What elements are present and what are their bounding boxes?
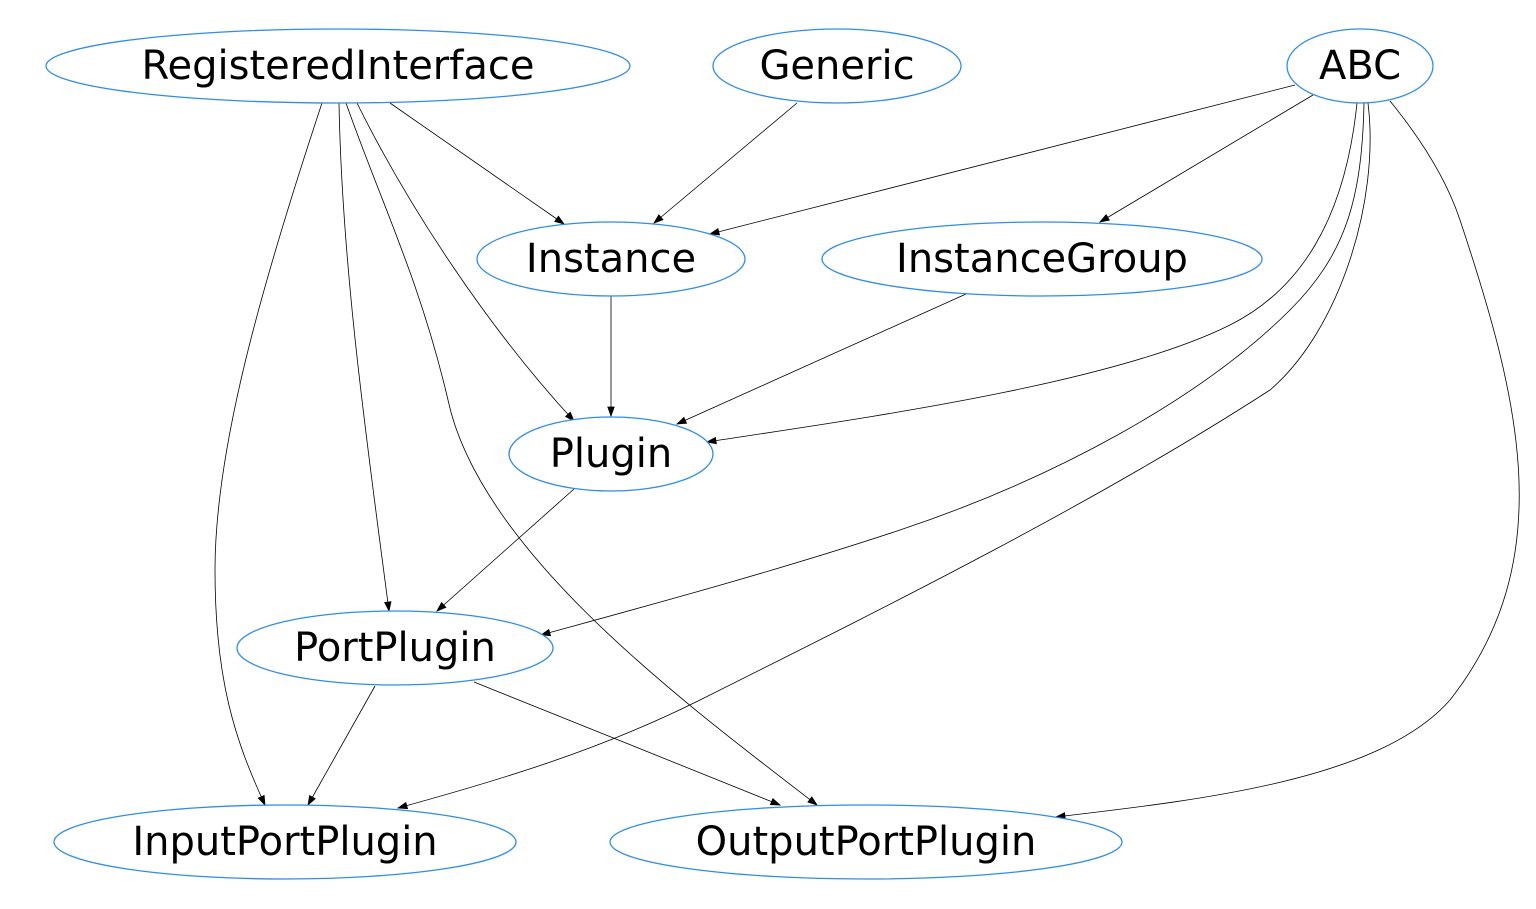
edge-generic-to-instance <box>653 102 798 224</box>
node-ellipse <box>609 804 1123 880</box>
edges-layer <box>214 84 1520 820</box>
edge-abc-to-inputportplugin <box>396 102 1371 810</box>
node-label: ABC <box>1319 43 1401 89</box>
edge-registeredinterface-to-instance <box>389 102 565 225</box>
edge-registeredinterface-to-plugin <box>356 102 575 422</box>
arrowhead <box>1098 213 1111 223</box>
edge-registeredinterface-to-outputportplugin <box>345 102 818 806</box>
edge-line <box>1099 94 1314 223</box>
node-ellipse <box>821 221 1263 297</box>
arrowhead <box>436 601 447 612</box>
edge-registeredinterface-to-inputportplugin <box>214 102 323 807</box>
node-label: Plugin <box>550 431 672 477</box>
arrowhead <box>607 406 615 418</box>
nodes-layer: RegisteredInterface Generic ABC Instance Ins… <box>45 28 1434 880</box>
node-label: PortPlugin <box>294 625 496 671</box>
arrowhead <box>769 797 782 806</box>
node-ellipse <box>236 610 554 686</box>
node-ellipse <box>53 804 517 880</box>
edge-registeredinterface-to-portplugin <box>338 102 392 613</box>
node-abc[interactable]: ABC <box>1286 28 1434 104</box>
arrowhead <box>675 416 688 425</box>
edge-abc-to-instancegroup <box>1098 94 1314 223</box>
edge-line <box>345 102 818 806</box>
arrowhead <box>653 214 664 224</box>
arrowhead <box>705 436 717 445</box>
edge-line <box>397 102 1371 809</box>
edge-plugin-to-portplugin <box>436 488 575 612</box>
edge-abc-to-outputportplugin <box>1054 100 1520 820</box>
edge-abc-to-instance <box>708 84 1296 236</box>
node-portplugin[interactable]: PortPlugin <box>236 610 554 686</box>
arrowhead <box>307 794 316 807</box>
node-label: Generic <box>759 43 914 89</box>
node-plugin[interactable]: Plugin <box>508 416 714 492</box>
edge-instance-to-plugin <box>607 296 615 418</box>
node-label: InputPortPlugin <box>132 819 437 865</box>
arrowhead <box>807 796 818 806</box>
node-ellipse <box>508 416 714 492</box>
edge-line <box>356 102 575 422</box>
node-label: RegisteredInterface <box>142 43 535 89</box>
arrowhead <box>554 215 565 225</box>
edge-abc-to-portplugin <box>539 102 1365 637</box>
edge-line <box>338 102 390 612</box>
arrowhead <box>396 801 409 810</box>
arrowhead <box>708 228 721 236</box>
node-inputportplugin[interactable]: InputPortPlugin <box>53 804 517 880</box>
edge-line <box>389 102 565 225</box>
node-ellipse <box>712 28 962 104</box>
edge-line <box>706 102 1358 443</box>
edge-line <box>436 488 575 612</box>
arrowhead <box>384 601 392 613</box>
edge-portplugin-to-inputportplugin <box>307 685 376 807</box>
edge-portplugin-to-outputportplugin <box>473 681 782 806</box>
node-label: InstanceGroup <box>896 236 1188 282</box>
edge-instancegroup-to-plugin <box>675 293 967 425</box>
node-instance[interactable]: Instance <box>476 221 746 297</box>
edge-line <box>540 102 1365 636</box>
node-ellipse <box>1286 28 1434 104</box>
node-ellipse <box>45 28 631 104</box>
edge-line <box>653 102 798 224</box>
node-outputportplugin[interactable]: OutputPortPlugin <box>609 804 1123 880</box>
edge-line <box>709 84 1296 235</box>
node-label: OutputPortPlugin <box>696 819 1037 865</box>
edge-line <box>214 102 323 806</box>
node-instancegroup[interactable]: InstanceGroup <box>821 221 1263 297</box>
edge-line <box>1055 100 1520 818</box>
edge-line <box>676 293 967 425</box>
arrowhead <box>539 628 552 637</box>
node-registeredinterface[interactable]: RegisteredInterface <box>45 28 631 104</box>
edge-line <box>473 681 781 806</box>
edge-line <box>307 685 376 806</box>
arrowhead <box>257 794 266 807</box>
edge-abc-to-plugin <box>705 102 1358 445</box>
node-generic[interactable]: Generic <box>712 28 962 104</box>
node-label: Instance <box>526 236 696 282</box>
node-ellipse <box>476 221 746 297</box>
arrowhead <box>564 411 575 422</box>
